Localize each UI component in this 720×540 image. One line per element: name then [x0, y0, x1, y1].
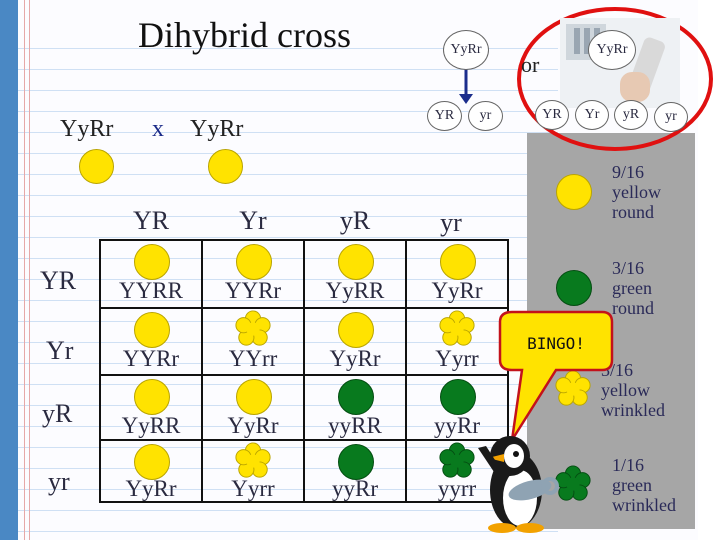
- callout-shape: [500, 312, 612, 440]
- penguin-mascot: [470, 428, 570, 536]
- callout-text: BINGO!: [502, 334, 610, 353]
